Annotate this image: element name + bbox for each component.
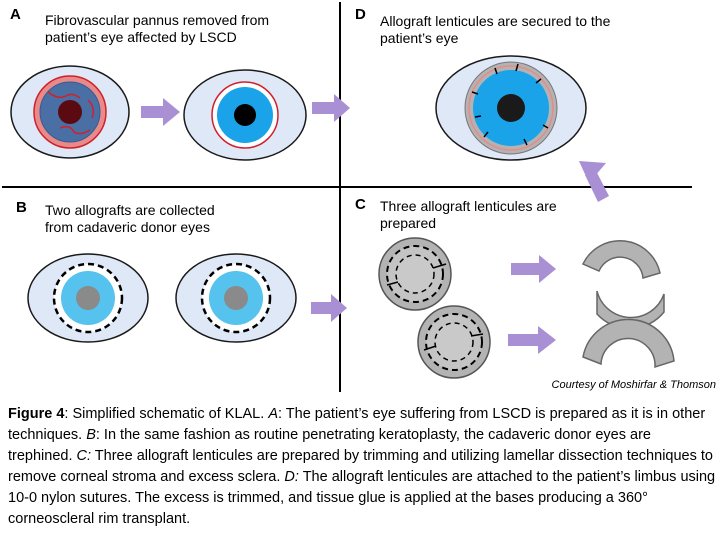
graft-button-2 xyxy=(417,305,491,379)
diseased-eye xyxy=(10,65,130,159)
image-credit: Courtesy of Moshirfar & Thomson xyxy=(551,379,716,391)
caption-a-text: : The patient’s eye suffering from LSCD … xyxy=(8,406,706,443)
arrow-c-to-d xyxy=(579,161,609,202)
lenticule-1 xyxy=(581,240,661,279)
caption-label: Figure 4 xyxy=(8,406,65,422)
arrow-b-to-c xyxy=(311,294,347,322)
caption-b-text: : In the same fashion as routine penetra… xyxy=(8,427,651,464)
vessel-1 xyxy=(47,91,81,99)
lenticule-3 xyxy=(582,318,675,369)
figure-caption: Figure 4: Simplified schematic of KLAL. … xyxy=(8,404,716,530)
panel-a-line1: Fibrovascular pannus removed from xyxy=(45,12,270,28)
panel-d-letter: D xyxy=(355,6,366,23)
panel-a-line2: patient’s eye affected by LSCD xyxy=(45,29,237,45)
panel-c-letter: C xyxy=(355,196,366,213)
caption-b-letter: B xyxy=(86,427,96,443)
grafted-eye xyxy=(435,55,587,161)
panel-b-letter: B xyxy=(16,199,27,216)
donor-pupil xyxy=(224,286,248,310)
donor-pupil xyxy=(76,286,100,310)
pupil xyxy=(234,104,256,126)
panel-b-line1: Two allografts are collected xyxy=(45,202,215,218)
arrow-c-2 xyxy=(508,326,556,354)
panel-b-line2: from cadaveric donor eyes xyxy=(45,219,210,235)
panel-c-line2: prepared xyxy=(380,215,437,231)
schematic-canvas xyxy=(2,2,692,392)
panel-d-line2: patient’s eye xyxy=(380,30,459,46)
donor-eye-2 xyxy=(175,253,297,343)
panel-d-text: Allograft lenticules are secured to the … xyxy=(380,13,610,47)
panel-a-letter: A xyxy=(10,6,21,23)
panel-d-line1: Allograft lenticules are secured to the xyxy=(380,13,611,29)
caption-c-text: Three allograft lenticules are prepared … xyxy=(8,448,713,485)
vessel-3 xyxy=(87,99,95,119)
donor-eye-1 xyxy=(27,253,149,343)
arrow-a-1 xyxy=(141,98,180,126)
arrow-a-to-d xyxy=(312,94,350,122)
cleaned-eye xyxy=(183,69,307,161)
graft-button-1 xyxy=(378,237,452,311)
caption-c-letter: C: xyxy=(76,448,92,464)
caption-intro: : Simplified schematic of KLAL. xyxy=(64,406,269,422)
panel-c-text: Three allograft lenticules are prepared xyxy=(380,198,557,232)
diseased-pupil xyxy=(58,100,82,124)
caption-d-text: The allograft lenticules are attached to… xyxy=(8,469,716,527)
caption-d-letter: D: xyxy=(284,469,299,485)
panel-a-text: Fibrovascular pannus removed from patien… xyxy=(45,12,269,46)
panel-c-line1: Three allograft lenticules are xyxy=(380,198,557,214)
panel-b-text: Two allografts are collected from cadave… xyxy=(45,202,215,236)
arrow-c-1 xyxy=(511,255,556,283)
graft-rim-red xyxy=(468,65,554,151)
sutures xyxy=(471,63,549,146)
caption-a-letter: A xyxy=(268,406,278,422)
vessel-2 xyxy=(59,125,91,135)
pupil xyxy=(497,94,525,122)
